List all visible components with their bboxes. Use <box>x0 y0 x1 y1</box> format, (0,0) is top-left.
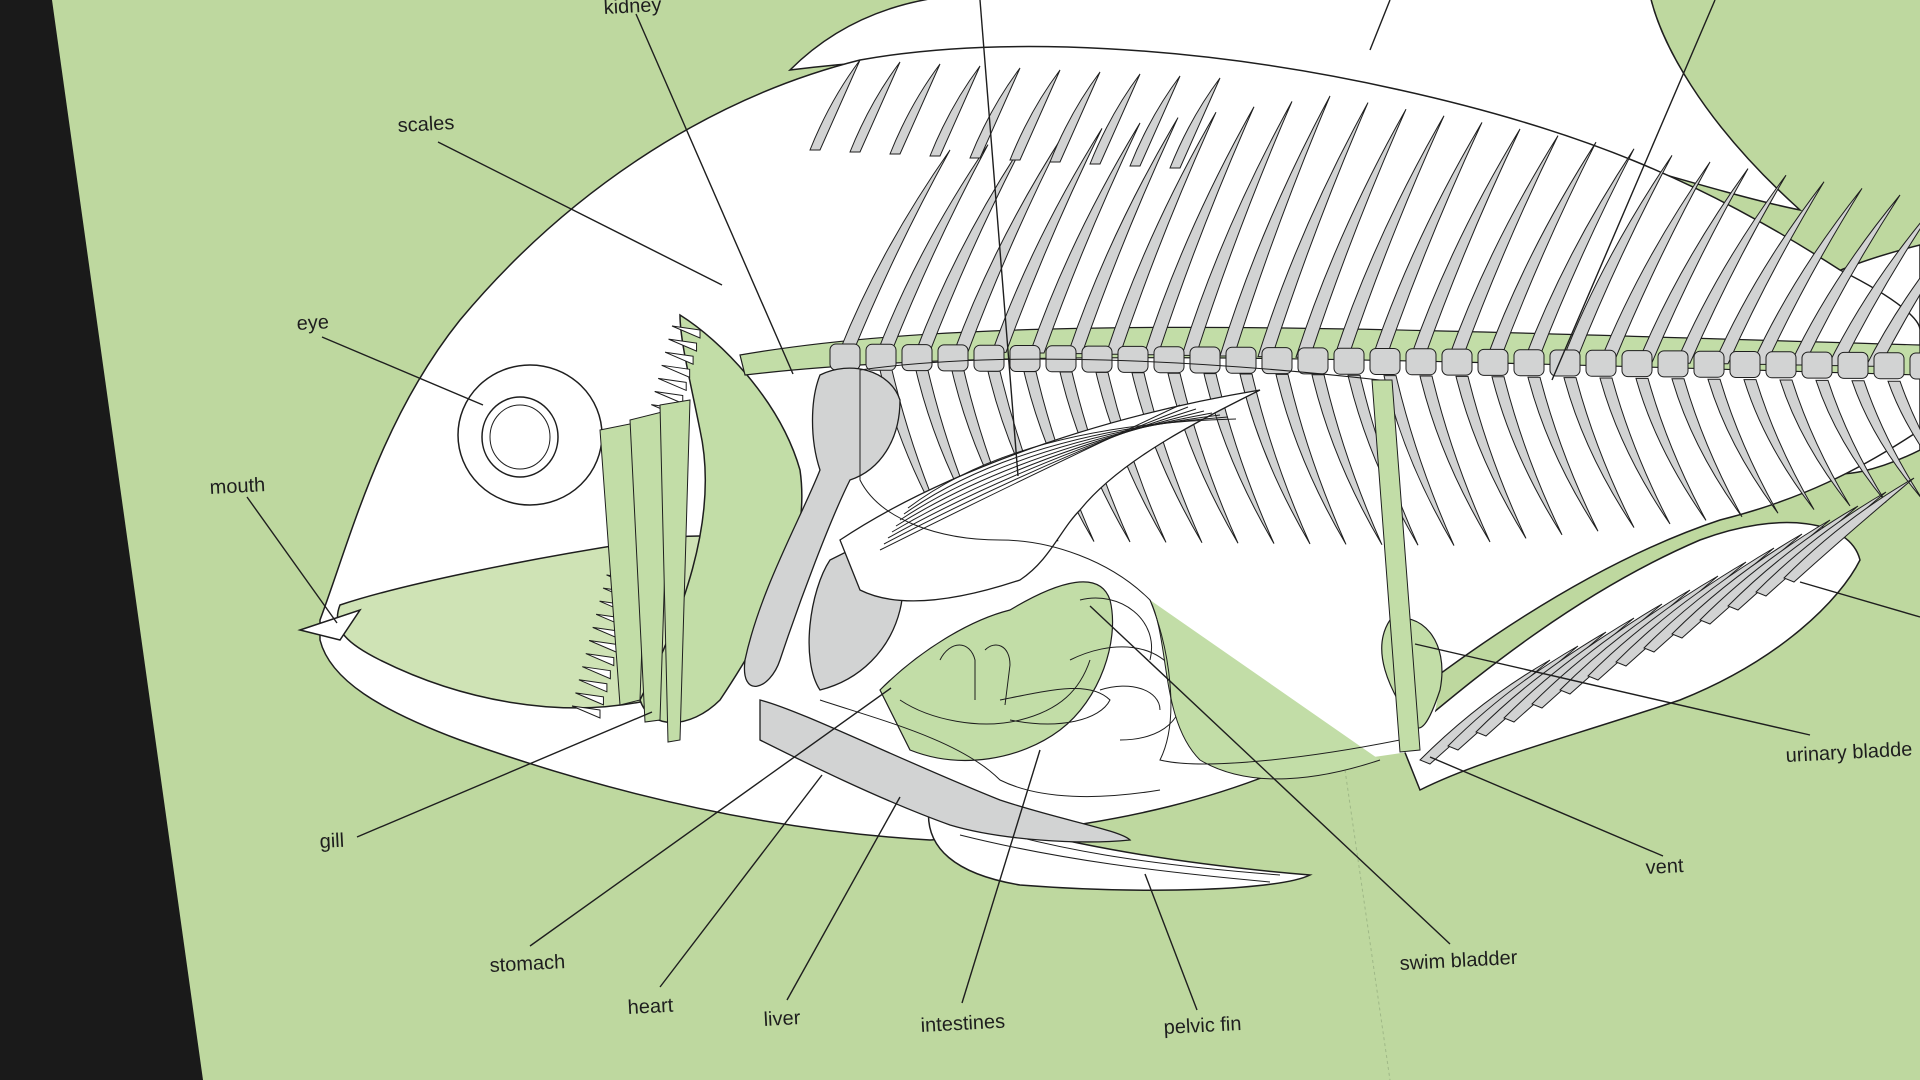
label-vent: vent <box>1645 855 1684 879</box>
vertebra <box>1514 350 1544 376</box>
label-liver: liver <box>763 1007 801 1031</box>
vertebra <box>1802 352 1832 378</box>
label-pelvic-fin: pelvic fin <box>1163 1013 1242 1039</box>
vertebra <box>1226 347 1256 373</box>
vertebra <box>1874 353 1904 379</box>
vertebra <box>1334 348 1364 374</box>
vertebra <box>902 345 932 371</box>
vertebra <box>1766 352 1796 378</box>
label-gill: gill <box>319 830 345 853</box>
vertebra <box>1406 349 1436 375</box>
label-kidney: kidney <box>603 0 662 19</box>
vertebra <box>1154 347 1184 373</box>
vertebra <box>1010 346 1040 372</box>
vertebra <box>1190 347 1220 373</box>
vertebra <box>1730 352 1760 378</box>
vertebra <box>1118 346 1148 372</box>
vertebra <box>1478 349 1508 375</box>
vertebra <box>1838 352 1868 378</box>
label-intestines: intestines <box>920 1011 1006 1037</box>
vertebra <box>1910 353 1920 379</box>
vertebra <box>1622 351 1652 377</box>
vertebra <box>1658 351 1688 377</box>
eye-inner <box>482 397 558 477</box>
vertebra <box>1298 348 1328 374</box>
vertebra <box>1442 349 1472 375</box>
vertebra <box>830 344 860 370</box>
vertebra <box>1694 351 1724 377</box>
label-mouth: mouth <box>209 474 266 499</box>
vertebra <box>1370 349 1400 375</box>
vertebra <box>938 345 968 371</box>
vertebra <box>974 345 1004 371</box>
label-heart: heart <box>627 995 674 1019</box>
label-scales: scales <box>397 112 455 137</box>
vertebra <box>1550 350 1580 376</box>
vertebra <box>1586 350 1616 376</box>
label-stomach: stomach <box>489 951 566 977</box>
label-eye: eye <box>296 311 329 335</box>
